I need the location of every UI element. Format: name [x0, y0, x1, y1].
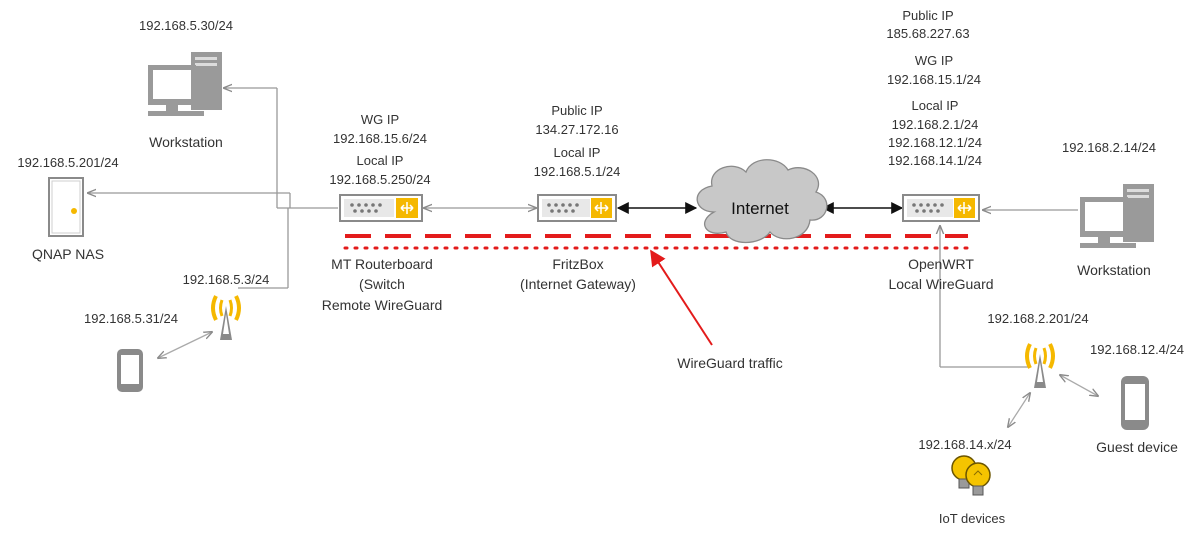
fritzbox-icon	[537, 194, 617, 222]
iot-label: IoT devices	[938, 511, 1006, 526]
mt-label-line2: (Switch	[359, 276, 405, 292]
fritz-local-ip-label: Local IP	[553, 145, 601, 160]
workstation-right-ip: 192.168.2.14/24	[1062, 140, 1156, 155]
link-ap-guest	[1060, 375, 1098, 396]
phone-left-ip: 192.168.5.31/24	[84, 311, 178, 326]
guest-label: Guest device	[1096, 439, 1178, 455]
guest-ip: 192.168.12.4/24	[1090, 342, 1184, 357]
mt-routerboard-icon	[339, 194, 423, 222]
internet-label: Internet	[731, 199, 789, 218]
openwrt-label-line2: Local WireGuard	[888, 276, 994, 292]
fritz-label-line2: (Internet Gateway)	[520, 276, 636, 292]
access-point-right-icon	[1025, 343, 1055, 388]
wireguard-traffic-label: WireGuard traffic	[677, 355, 783, 371]
mt-wg-ip: 192.168.15.6/24	[333, 131, 427, 146]
link-ap-iot	[1008, 393, 1030, 427]
openwrt-public-ip: 185.68.227.63	[886, 26, 970, 41]
fritz-local-ip: 192.168.5.1/24	[533, 164, 621, 179]
iot-bulbs-icon	[951, 455, 991, 496]
nas-icon	[48, 177, 84, 237]
mt-label-line3: Remote WireGuard	[321, 297, 443, 313]
wireguard-pointer-arrow	[650, 249, 713, 346]
guest-phone-icon	[1121, 376, 1149, 430]
fritz-label-line1: FritzBox	[552, 256, 604, 272]
openwrt-local-ip-label: Local IP	[911, 98, 959, 113]
access-point-left-icon	[211, 295, 241, 340]
openwrt-router-icon	[902, 194, 980, 222]
openwrt-wg-ip: 192.168.15.1/24	[887, 72, 981, 87]
workstation-left-label: Workstation	[149, 134, 223, 150]
workstation-right-icon	[1080, 184, 1154, 248]
ap-left-ip: 192.168.5.3/24	[182, 272, 270, 287]
openwrt-label-line1: OpenWRT	[908, 256, 974, 272]
openwrt-local-ip-2: 192.168.12.1/24	[888, 135, 982, 150]
mt-local-ip-label: Local IP	[356, 153, 404, 168]
openwrt-local-ip-3: 192.168.14.1/24	[888, 153, 982, 168]
workstation-right-label: Workstation	[1077, 262, 1151, 278]
openwrt-local-ip-1: 192.168.2.1/24	[891, 117, 979, 132]
workstation-left-ip: 192.168.5.30/24	[139, 18, 233, 33]
fritz-public-ip: 134.27.172.16	[535, 122, 619, 137]
nas-label: QNAP NAS	[31, 246, 105, 262]
phone-left-icon	[117, 349, 143, 392]
iot-ip: 192.168.14.x/24	[918, 437, 1012, 452]
fritz-public-ip-label: Public IP	[551, 103, 603, 118]
workstation-left-icon	[148, 52, 222, 116]
ap-right-ip: 192.168.2.201/24	[987, 311, 1089, 326]
openwrt-public-ip-label: Public IP	[902, 8, 954, 23]
nas-ip: 192.168.5.201/24	[17, 155, 119, 170]
openwrt-wg-ip-label: WG IP	[914, 53, 954, 68]
mt-wg-ip-label: WG IP	[360, 112, 400, 127]
internet-cloud-icon	[696, 159, 828, 244]
mt-local-ip: 192.168.5.250/24	[329, 172, 431, 187]
link-phone-ap-left	[158, 332, 212, 358]
mt-label-line1: MT Routerboard	[331, 256, 433, 272]
